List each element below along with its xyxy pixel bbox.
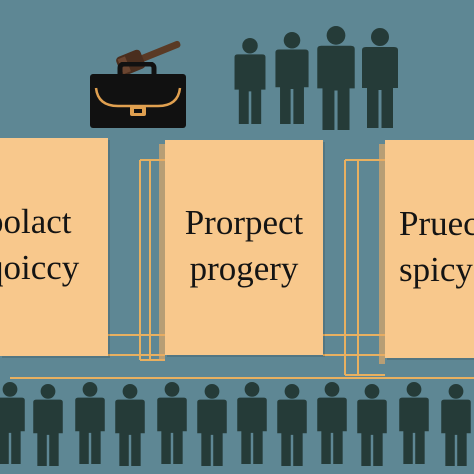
person-icon [157,382,187,464]
panel-left-line1: polact [0,201,72,241]
person-icon [357,384,387,466]
person-icon [362,28,398,128]
person-icon [317,26,355,131]
person-icon [277,384,307,466]
briefcase-icon [90,62,186,128]
panel-right-line2: spicy [399,250,473,290]
person-icon [0,382,25,464]
person-icon [275,32,309,125]
person-icon [115,384,145,466]
panel-right: Pruec spicy [379,140,474,364]
panel-center: Prorpect progery [159,140,323,361]
person-icon [399,382,429,464]
person-icon [33,384,63,466]
panel-right-line1: Pruec [399,203,474,243]
person-icon [441,384,471,466]
person-icon [197,384,227,466]
person-icon [317,382,347,464]
panel-center-line1: Prorpect [184,202,304,242]
person-icon [237,382,267,464]
panel-center-line2: progery [189,248,299,288]
person-icon [75,382,105,464]
person-icon [234,38,266,125]
panel-left: polact qoiccy [0,138,108,356]
panel-left-line2: qoiccy [0,248,80,288]
